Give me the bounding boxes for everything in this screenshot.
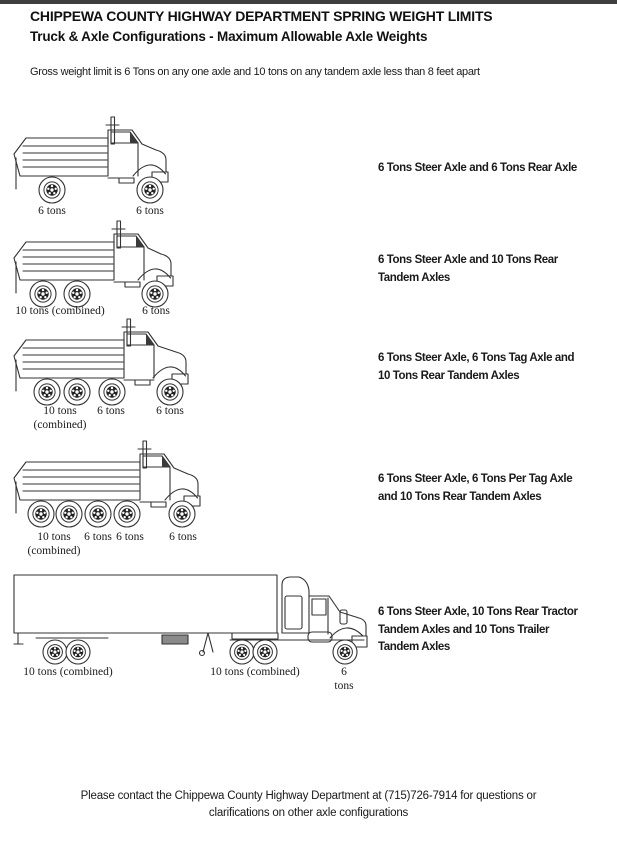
truck-figure-3-axle-dump: 10 tons (combined) 6 tons [12,218,186,317]
axle-weight-label: 6 tons [38,205,66,217]
wheel-icon [84,500,112,528]
wheel-icon [33,378,61,406]
truck-figure-2-axle-dump: 6 tons 6 tons [12,114,180,217]
wheel-icon [136,176,164,204]
truck-figure-5-axle-dump: 10 tons (combined) 6 tons 6 tons 6 tons [12,438,216,557]
wheel-icon [141,280,169,308]
axle-weight-label: 6 tons [84,531,112,543]
config-description: 6 Tons Steer Axle and 10 Tons Rear Tande… [378,254,558,284]
axle-weight-label: 10 tons (combined) [33,405,87,431]
config-description: 6 Tons Steer Axle, 10 Tons Rear Tractor … [378,606,578,653]
truck-figure-4-axle-dump: 10 tons (combined) 6 tons 6 tons [12,316,204,431]
axle-weight-label: 10 tons (combined) [23,666,113,678]
axle-weight-label: 10 tons (combined) [27,531,81,557]
wheel-icon [98,378,126,406]
dump-truck-4-axle-drawing [12,316,204,408]
wheel-icon [113,500,141,528]
page-subtitle: Truck & Axle Configurations - Maximum Al… [30,29,428,44]
config-row-4: 10 tons (combined) 6 tons 6 tons 6 tons … [0,438,617,568]
wheel-icon [156,378,184,406]
wheel-icon [168,500,196,528]
page-title: CHIPPEWA COUNTY HIGHWAY DEPARTMENT SPRIN… [30,8,493,24]
semi-truck-drawing [12,568,368,668]
wheel-icon [38,176,66,204]
scan-edge-artifact [0,0,617,4]
axle-weight-label: 10 tons (combined) [210,666,300,678]
dump-truck-5-axle-drawing [12,438,216,530]
wheel-icon [63,280,91,308]
axle-weight-label: 6 tons [136,205,164,217]
wheel-icon [63,378,91,406]
axle-weight-label: 6 tons [156,405,184,417]
axle-weight-label: 6 tons [116,531,144,543]
wheel-icon [27,500,55,528]
wheel-icon [29,280,57,308]
dump-truck-2-axle-drawing [12,114,180,206]
config-row-5: 10 tons (combined) 10 tons (combined) 6 … [0,568,617,692]
axle-weight-label: 6 tons [334,666,354,692]
config-description: 6 Tons Steer Axle, 6 Tons Per Tag Axle a… [378,473,573,503]
config-row-1: 6 tons 6 tons 6 Tons Steer Axle and 6 To… [0,114,617,218]
gross-weight-note: Gross weight limit is 6 Tons on any one … [30,66,480,78]
config-description: 6 Tons Steer Axle, 6 Tons Tag Axle and 1… [378,352,575,382]
wheel-icon [229,639,255,665]
axle-weight-label: 10 tons (combined) [15,305,105,317]
wheel-icon [332,639,358,665]
contact-footer: Please contact the Chippewa County Highw… [80,790,537,819]
config-row-3: 10 tons (combined) 6 tons 6 tons 6 Tons … [0,316,617,438]
dump-truck-3-axle-drawing [12,218,186,310]
axle-weight-label: 6 tons [169,531,197,543]
truck-figure-semi-trailer: 10 tons (combined) 10 tons (combined) 6 … [12,568,368,692]
wheel-icon [55,500,83,528]
config-row-2: 10 tons (combined) 6 tons 6 Tons Steer A… [0,218,617,317]
axle-weight-label: 6 tons [142,305,170,317]
config-description: 6 Tons Steer Axle and 6 Tons Rear Axle [378,162,577,174]
wheel-icon [42,639,68,665]
axle-weight-label: 6 tons [97,405,125,417]
wheel-icon [252,639,278,665]
wheel-icon [65,639,91,665]
